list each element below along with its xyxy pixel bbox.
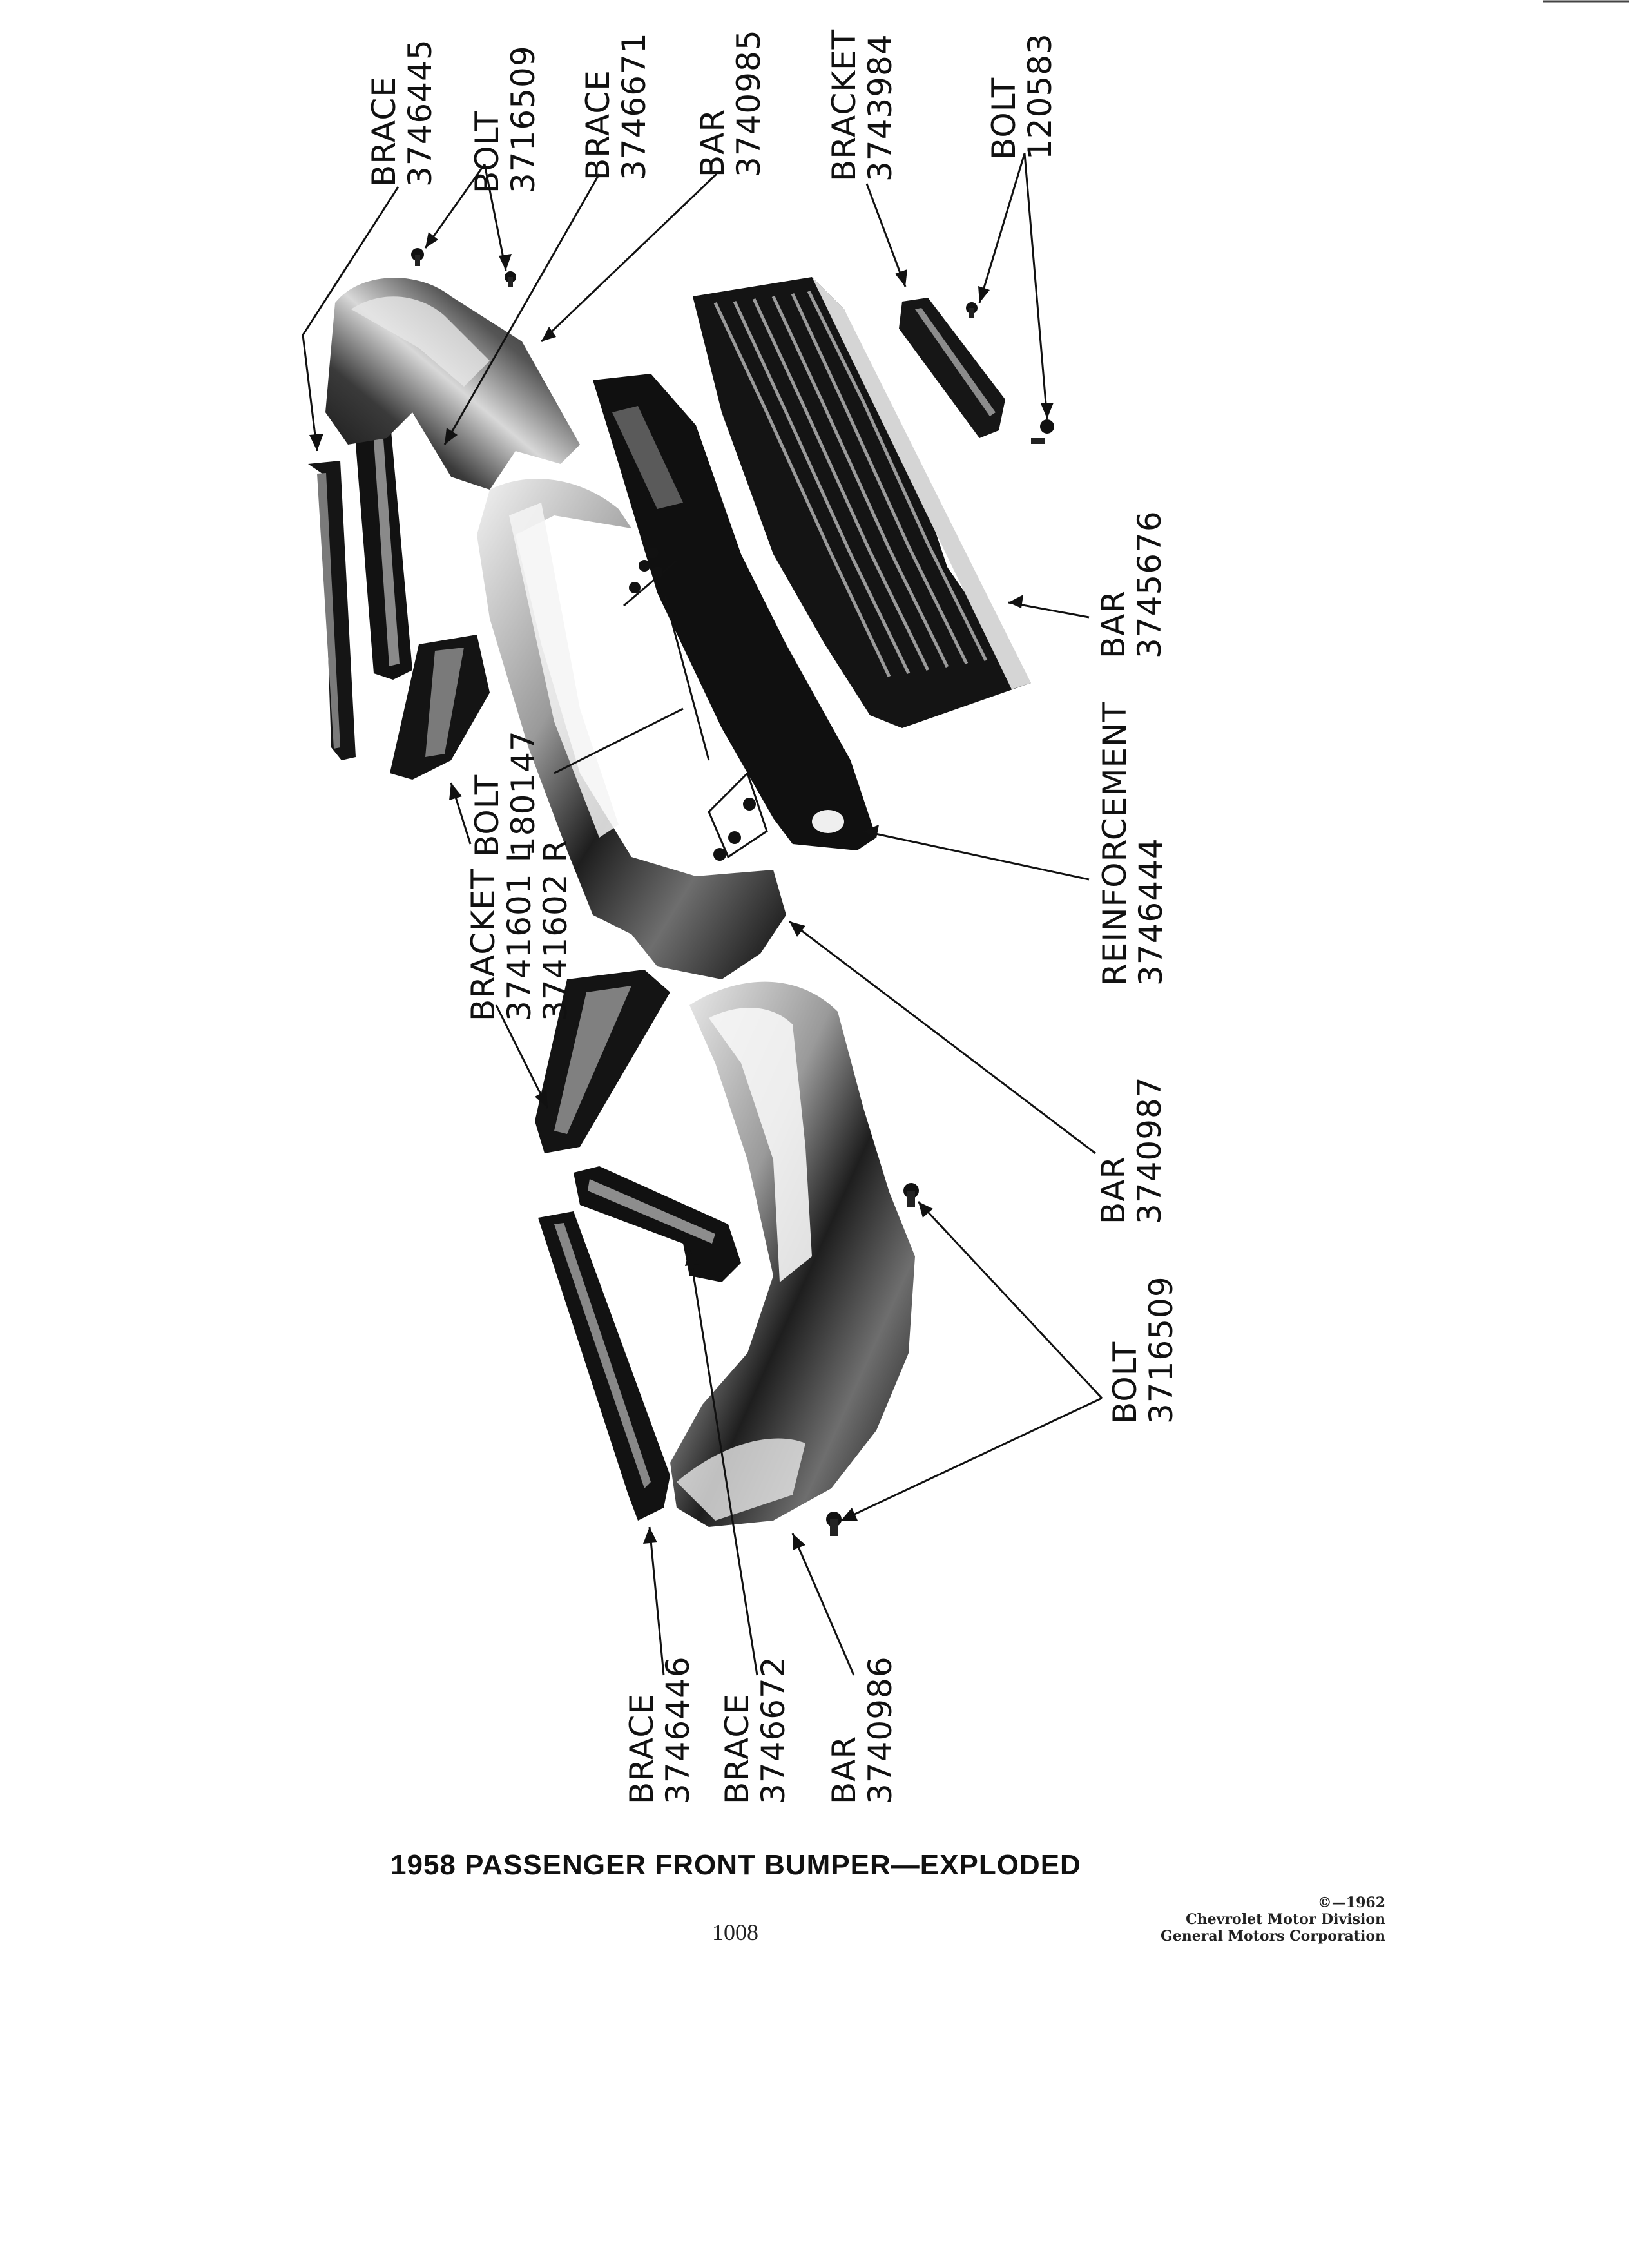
label-name: BRACE [365, 76, 403, 187]
label-part: 120583 [1021, 33, 1059, 160]
copyright-division: Chevrolet Motor Division [1186, 1911, 1385, 1928]
page-number: 1008 [712, 1919, 758, 1945]
label-brace-3746446: BRACE 3746446 [623, 1656, 697, 1804]
copyright-block: ©—1962 Chevrolet Motor Division General … [1161, 1894, 1385, 1945]
label-name: BRACE [623, 1693, 660, 1804]
label-part-left: 3741601 L [501, 843, 538, 1021]
label-part: 3746671 [615, 32, 653, 180]
label-part: 3740985 [730, 29, 767, 177]
leader-lines [302, 153, 1103, 1676]
bar-3745676-shape [693, 277, 1031, 728]
bar-3740986-shape [670, 981, 915, 1527]
label-part: 3745676 [1131, 510, 1168, 658]
label-bolt-3716509-top: BOLT 3716509 [468, 45, 542, 193]
label-bar-3745676: BAR 3745676 [1095, 510, 1168, 658]
copyright-year: ©—1962 [1317, 1894, 1385, 1911]
label-part-right: 3741602 R [537, 839, 574, 1021]
bracket-3741601-shape [390, 635, 670, 1153]
label-bar-3740986: BAR 3740986 [825, 1656, 899, 1804]
label-name: BAR [694, 108, 731, 177]
label-part: 3716509 [1142, 1276, 1180, 1424]
bolt-cluster-shapes [623, 547, 768, 861]
label-name: REINFORCEMENT [1096, 701, 1133, 986]
reinforcement-3746444-shape [593, 374, 876, 850]
label-bracket-3741601: BRACKET 3741601 L 3741602 R [465, 840, 574, 1021]
label-part: 3740987 [1131, 1076, 1168, 1224]
brace-3746671-shape [351, 380, 412, 680]
label-bar-3740985: BAR 3740985 [694, 29, 767, 177]
brace-3746445-shape [308, 461, 356, 760]
brace-3746672-shape [574, 1166, 741, 1282]
label-part: 180147 [505, 730, 542, 857]
label-name: BAR [825, 1735, 863, 1804]
bolt-shapes-bottom [826, 1183, 919, 1536]
label-part: 3746445 [401, 39, 439, 187]
label-part: 3746444 [1132, 838, 1170, 986]
label-bolt-180147: BOLT 180147 [468, 730, 542, 857]
label-part: 3743984 [862, 34, 899, 182]
label-name: BAR [1095, 1155, 1132, 1224]
label-bracket-3743984: BRACKET 3743984 [825, 28, 899, 182]
label-bar-3740987: BAR 3740987 [1095, 1076, 1168, 1224]
arrowheads [309, 232, 1054, 1550]
label-name: BAR [1095, 590, 1132, 658]
label-name: BOLT [468, 774, 506, 857]
label-name: BOLT [985, 77, 1023, 160]
label-brace-3746672: BRACE 3746672 [718, 1656, 792, 1804]
label-part: 3746672 [755, 1656, 792, 1804]
label-name: BRACE [718, 1693, 756, 1804]
label-reinforcement-3746444: REINFORCEMENT 3746444 [1096, 701, 1170, 986]
label-bolt-120583: BOLT 120583 [985, 33, 1059, 160]
label-name: BOLT [468, 110, 506, 193]
bar-3740985-shape [325, 278, 580, 490]
label-bolt-3716509-bottom: BOLT 3716509 [1106, 1276, 1180, 1424]
copyright-corporation: General Motors Corporation [1160, 1928, 1385, 1945]
label-name: BRACKET [465, 868, 502, 1021]
label-name: BOLT [1106, 1341, 1144, 1424]
label-part: 3716509 [505, 45, 542, 193]
label-name: BRACKET [825, 28, 863, 182]
label-part: 3740986 [862, 1656, 899, 1804]
label-part: 3746446 [659, 1656, 697, 1804]
label-name: BRACE [579, 70, 617, 180]
brace-3746446-shape [538, 1211, 670, 1521]
bracket-3743984-shape [899, 298, 1005, 438]
bolt-shapes-top [411, 248, 1054, 444]
label-brace-3746671: BRACE 3746671 [579, 32, 653, 180]
figure-title: 1958 PASSENGER FRONT BUMPER—EXPLODED [390, 1849, 1081, 1881]
label-brace-3746445: BRACE 3746445 [365, 39, 439, 187]
